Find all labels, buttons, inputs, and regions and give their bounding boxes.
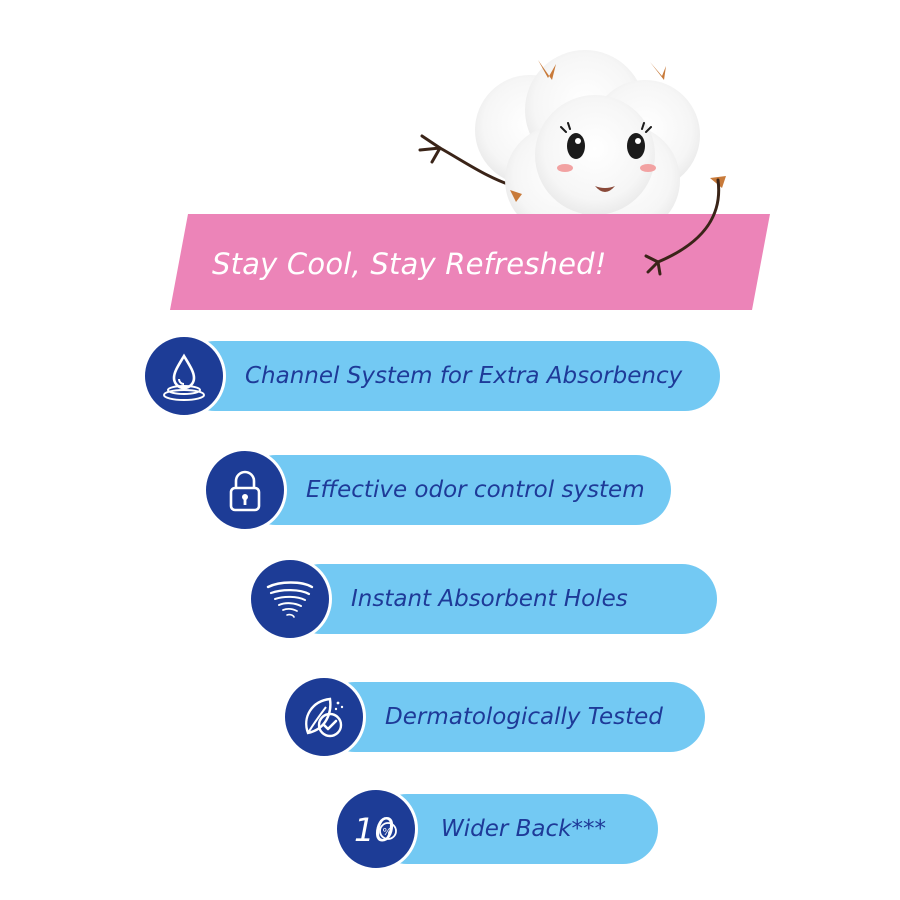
badge-percent: % [383, 827, 393, 838]
feature-pill [286, 564, 717, 634]
ten-percent-icon: 10 % [334, 787, 418, 871]
feature-pill [372, 794, 658, 864]
feature-label: Dermatologically Tested [385, 704, 663, 730]
feature-label: Wider Back*** [441, 816, 606, 842]
feature-pill [241, 455, 671, 525]
feature-label: Instant Absorbent Holes [351, 586, 628, 612]
headline-text: Stay Cool, Stay Refreshed! [212, 247, 607, 281]
swirl-icon [248, 557, 332, 641]
feature-pill [180, 341, 720, 411]
feature-label: Channel System for Extra Absorbency [245, 363, 683, 389]
water-drop-icon [142, 334, 226, 418]
padlock-icon [203, 448, 287, 532]
feature-row: Effective odor control system [203, 448, 671, 532]
badge-number: 10 [354, 811, 395, 849]
feature-pill [320, 682, 705, 752]
cotton-mascot-icon [418, 50, 726, 235]
feature-row: Dermatologically Tested [282, 675, 705, 759]
feature-row: Channel System for Extra Absorbency [142, 334, 720, 418]
leaf-check-icon [282, 675, 366, 759]
feature-label: Effective odor control system [306, 477, 645, 503]
feature-row: Wider Back*** 10 % [334, 787, 658, 871]
feature-row: Instant Absorbent Holes [248, 557, 717, 641]
